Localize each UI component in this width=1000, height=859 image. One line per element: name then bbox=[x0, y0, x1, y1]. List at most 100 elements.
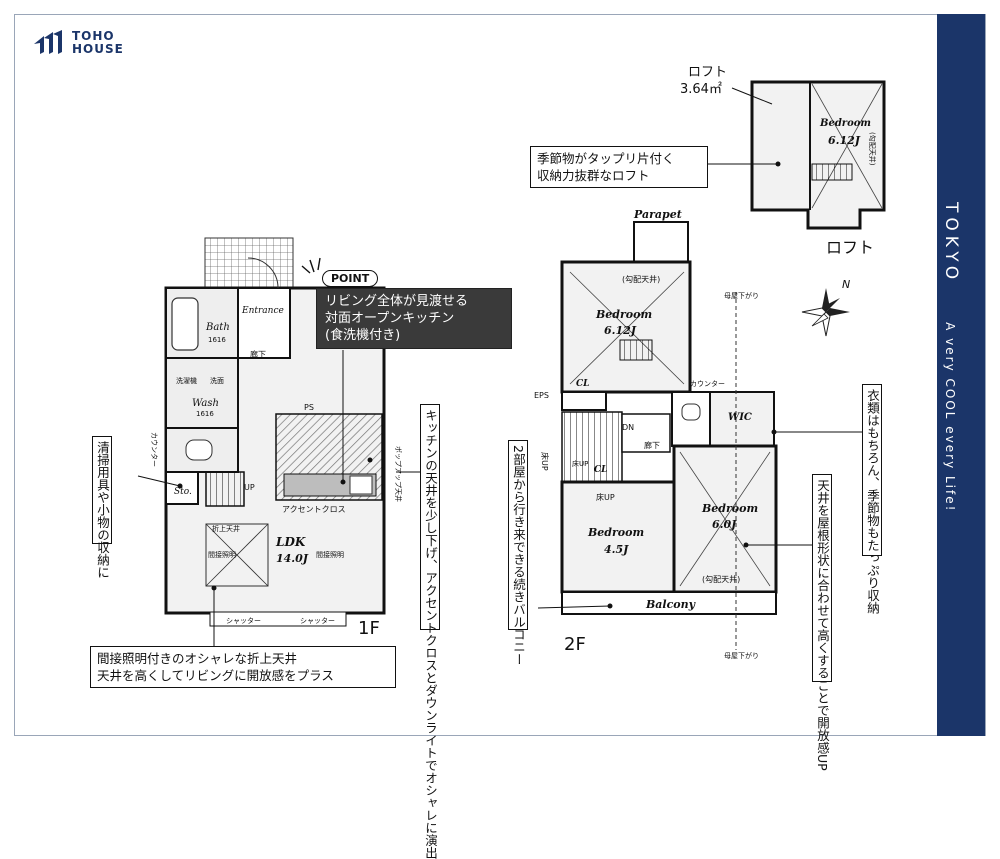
label-wash: Wash bbox=[192, 398, 219, 409]
bathtub-icon bbox=[171, 297, 199, 351]
label-shutter-a: シャッター bbox=[226, 616, 261, 625]
logo-line-1: TOHO bbox=[72, 29, 115, 43]
toilet-2f-icon bbox=[681, 403, 701, 421]
label-up-1f: UP bbox=[244, 483, 255, 492]
loft-note-line-2: 収納力抜群なロフト bbox=[537, 168, 650, 183]
label-wic: WIC bbox=[728, 412, 752, 423]
compass-north: N bbox=[842, 278, 850, 291]
label-roof-line-a: 母屋下がり bbox=[724, 291, 759, 300]
loft-ladder bbox=[619, 339, 653, 361]
point-line-2: 対面オープンキッチン bbox=[325, 311, 455, 326]
brand-logo: TOHO HOUSE bbox=[32, 30, 124, 56]
point-line-1: リビング全体が見渡せる bbox=[325, 294, 469, 309]
compass-icon: N bbox=[801, 278, 850, 337]
label-cl-a: CL bbox=[576, 379, 590, 389]
label-balcony: Balcony bbox=[645, 598, 697, 611]
label-bath: Bath bbox=[205, 322, 230, 333]
point-callout: リビング全体が見渡せる 対面オープンキッチン (食洗機付き) bbox=[316, 288, 512, 349]
label-laundry: 洗濯機 bbox=[176, 376, 197, 385]
balcony bbox=[561, 591, 777, 615]
floor-label-2f: 2F bbox=[564, 634, 586, 655]
floor-label-loft: ロフト bbox=[826, 238, 875, 257]
page-frame bbox=[14, 14, 986, 736]
wic bbox=[709, 391, 775, 447]
ldk-note-line-2: 天井を高くしてリビングに開放感をプラス bbox=[97, 668, 334, 683]
label-bedroom-c: Bedroom bbox=[701, 502, 758, 515]
ldk-note: 間接照明付きのオシャレな折上天井 天井を高くしてリビングに開放感をプラス bbox=[90, 646, 396, 688]
label-loft-bedroom-size: 6.12J bbox=[828, 134, 861, 147]
label-bath-size: 1616 bbox=[208, 336, 226, 344]
label-slope-a: (勾配天井) bbox=[622, 274, 660, 284]
label-wash-size: 1616 bbox=[196, 410, 214, 418]
loft-note-line-1: 季節物がタップリ片付く bbox=[537, 151, 675, 166]
logo-line-2: HOUSE bbox=[72, 42, 124, 56]
ldk-note-line-1: 間接照明付きのオシャレな折上天井 bbox=[97, 651, 298, 666]
storage-room bbox=[165, 471, 199, 505]
toho-logo-icon bbox=[34, 30, 62, 54]
label-bedroom-a-size: 6.12J bbox=[604, 324, 637, 337]
label-popup-ceiling: ポップアップ天井 bbox=[394, 446, 403, 502]
loft-plan: Bedroom 6.12J (勾配天井) ロフト 3.64㎡ bbox=[680, 65, 886, 230]
label-floor-up-b: 床UP bbox=[572, 459, 588, 468]
label-floor-up-a: 床UP bbox=[540, 452, 550, 471]
staircase-1f bbox=[205, 471, 245, 507]
label-bedroom-c-size: 6.0J bbox=[712, 518, 737, 531]
toilet-icon bbox=[185, 439, 213, 461]
label-fold-ceiling: 折上天井 bbox=[212, 524, 240, 533]
label-indirect-a: 間接照明 bbox=[208, 550, 236, 559]
entrance-porch-grid bbox=[204, 237, 294, 289]
label-loft-name: ロフト bbox=[688, 65, 727, 80]
floor-label-1f: 1F bbox=[358, 618, 380, 639]
storage-note: 清掃用具や小物の収納に bbox=[92, 436, 112, 579]
label-sink: 洗面 bbox=[210, 376, 224, 385]
label-shutter-b: シャッター bbox=[300, 616, 335, 625]
loft-outline bbox=[750, 80, 886, 230]
ceiling-note: 天井を屋根形状に合わせて高くすることで開放感UP bbox=[812, 474, 832, 771]
point-line-3: (食洗機付き) bbox=[325, 328, 401, 343]
closet-a bbox=[561, 391, 607, 411]
label-slope-c: (勾配天井) bbox=[702, 574, 740, 584]
label-floor-up-c: 床UP bbox=[596, 492, 615, 502]
label-indirect-b: 間接照明 bbox=[316, 550, 344, 559]
fold-ceiling-area bbox=[205, 523, 269, 587]
wic-note: 衣類はもちろん、季節物もたっぷり収納 bbox=[862, 384, 882, 614]
label-corridor-2f: 廊下 bbox=[644, 440, 660, 450]
point-burst-icon bbox=[301, 257, 321, 274]
label-bedroom-b: Bedroom bbox=[587, 526, 644, 539]
entrance-door-swing-icon bbox=[247, 257, 279, 289]
label-parapet: Parapet bbox=[633, 208, 682, 221]
label-loft-bedroom: Bedroom bbox=[819, 118, 871, 129]
label-ldk: LDK bbox=[275, 535, 306, 549]
label-cl-b: CL bbox=[594, 465, 608, 475]
loft-ladder-top bbox=[811, 163, 853, 181]
bedroom-b bbox=[560, 480, 676, 594]
point-badge: POINT bbox=[322, 270, 379, 287]
staircase-2f bbox=[561, 411, 623, 483]
parapet bbox=[633, 221, 689, 265]
kitchen-ceiling-note: キッチンの天井を少し下げ、アクセントクロスとダウンライトでオシャレに演出 bbox=[420, 404, 440, 859]
callout-leaders bbox=[137, 163, 862, 646]
loft-note: 季節物がタップリ片付く 収納力抜群なロフト bbox=[530, 146, 708, 188]
label-bedroom-b-size: 4.5J bbox=[604, 543, 629, 556]
stove-icon bbox=[349, 475, 373, 495]
label-counter-2f: カウンター bbox=[690, 379, 725, 388]
label-counter-1f: カウンター bbox=[150, 432, 159, 467]
second-floor-plan: Parapet (勾配天井) Bedroom 6.12J CL CL EPS D… bbox=[534, 208, 778, 660]
shutter-strip bbox=[209, 611, 347, 627]
label-loft-slope: (勾配天井) bbox=[868, 132, 877, 166]
label-entrance: Entrance bbox=[241, 306, 284, 316]
label-corridor-1f: 廊下 bbox=[250, 349, 266, 359]
corridor-2f bbox=[621, 413, 671, 453]
balcony-note: 2部屋から行き来できる続きバルコニー bbox=[508, 440, 528, 665]
label-eps: EPS bbox=[534, 391, 549, 400]
label-storage: Sto. bbox=[174, 487, 192, 497]
floor-plan: Entrance Bath 1616 Wash 1616 洗濯機 洗面 Sto.… bbox=[137, 65, 886, 660]
label-ps: PS bbox=[304, 403, 314, 412]
label-ldk-size: 14.0J bbox=[276, 552, 309, 565]
label-loft-area: 3.64㎡ bbox=[680, 82, 722, 97]
label-bedroom-a: Bedroom bbox=[595, 308, 652, 321]
label-accent-cross: アクセントクロス bbox=[282, 505, 346, 514]
label-dn: DN bbox=[622, 423, 634, 432]
label-roof-line-b: 母屋下がり bbox=[724, 651, 759, 660]
entrance-area bbox=[237, 287, 291, 359]
